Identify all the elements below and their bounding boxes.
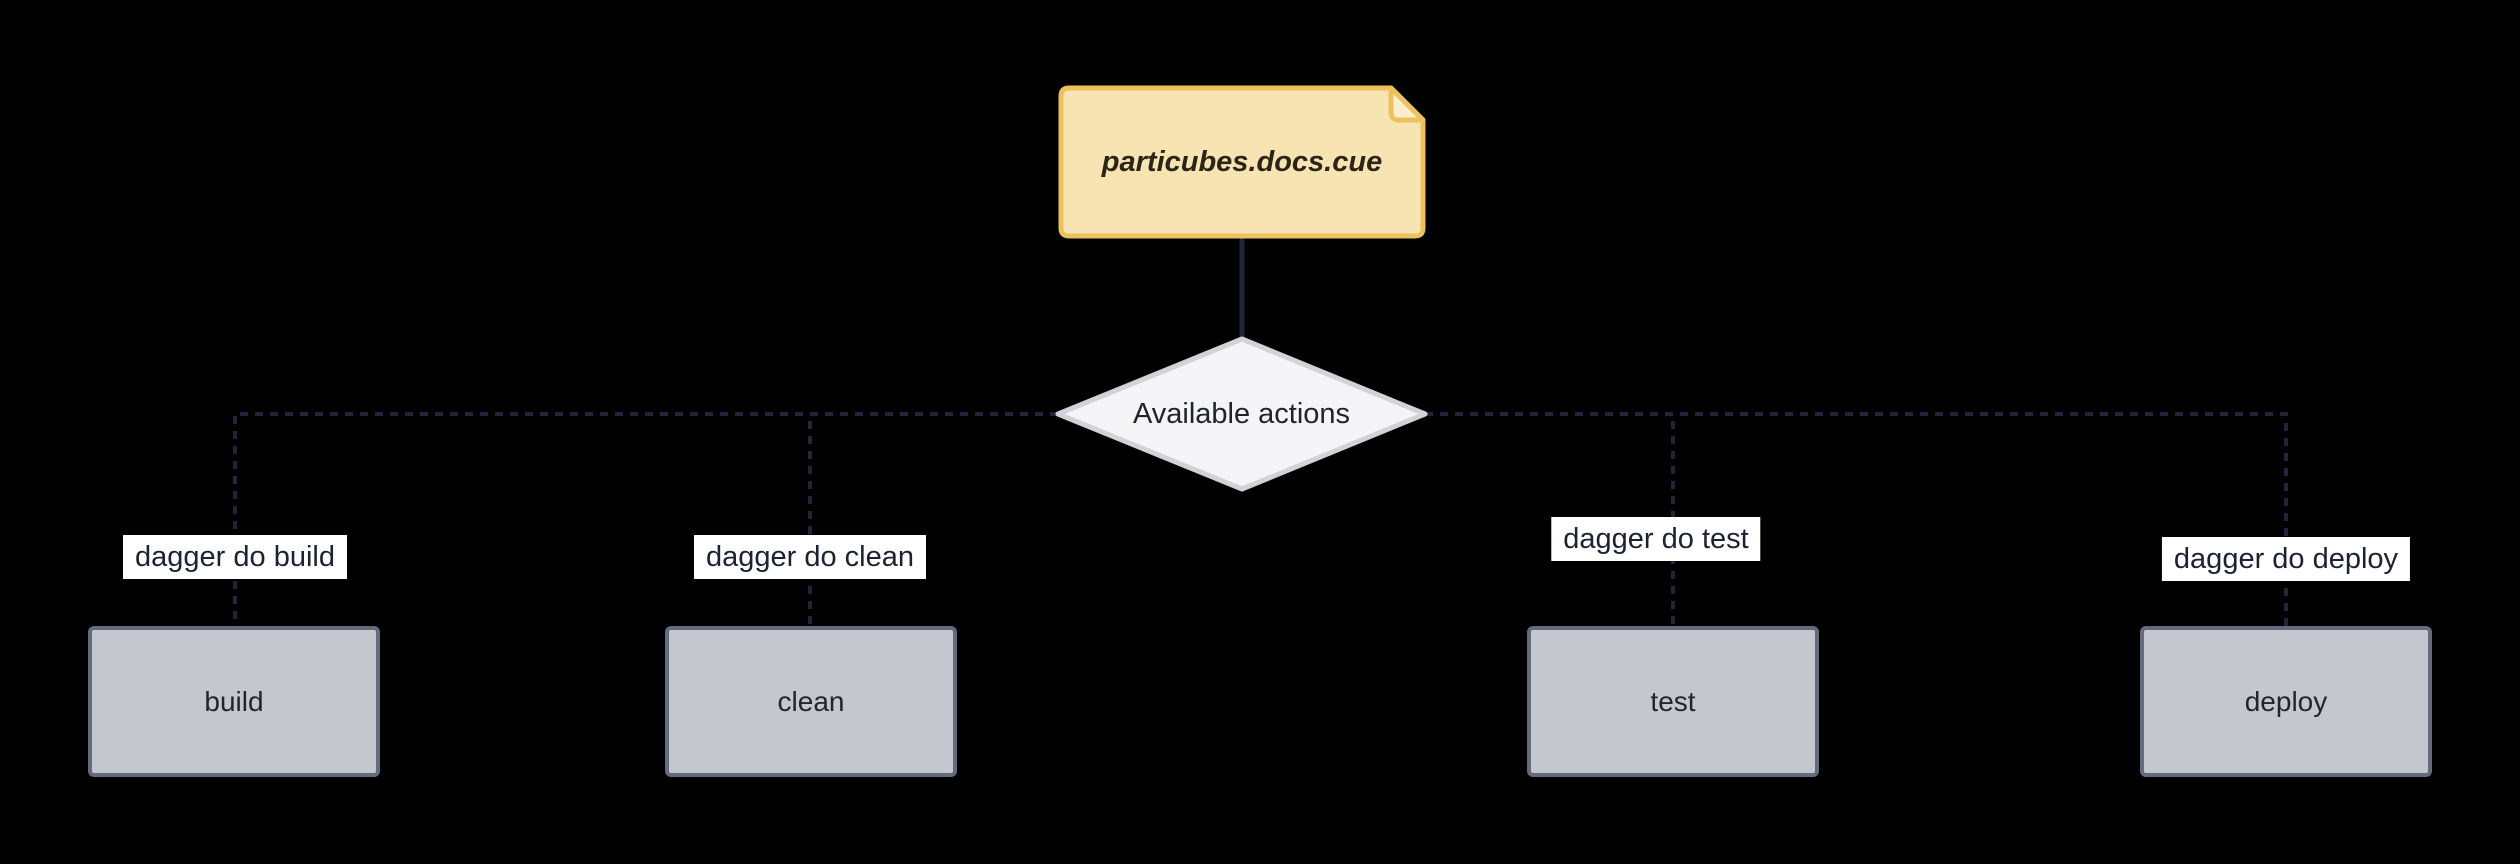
edge-decision-to-build (233, 412, 1058, 630)
action-node-deploy: deploy (2140, 626, 2432, 777)
edge-label-dagger-do-test: dagger do test (1551, 517, 1761, 561)
note-fold-corner (1388, 85, 1426, 123)
action-node-clean-label: clean (777, 685, 845, 717)
action-node-clean: clean (665, 626, 957, 777)
edge-label-dagger-do-clean: dagger do clean (694, 535, 926, 579)
decision-label: Available actions (1132, 397, 1351, 430)
edge-decision-to-clean (808, 412, 1058, 630)
decision-diamond-shape (1055, 336, 1428, 492)
note-file-label: particubes.docs.cue (1101, 145, 1383, 178)
edge-label-dagger-do-build: dagger do build (123, 535, 347, 579)
action-node-deploy-label: deploy (2244, 685, 2328, 717)
action-node-build: build (88, 626, 380, 777)
edge-label-dagger-do-deploy: dagger do deploy (2161, 537, 2411, 581)
action-node-test-label: test (1650, 685, 1696, 717)
note-shape (1058, 85, 1426, 239)
action-node-test: test (1527, 626, 1819, 777)
action-node-build-label: build (204, 685, 264, 717)
